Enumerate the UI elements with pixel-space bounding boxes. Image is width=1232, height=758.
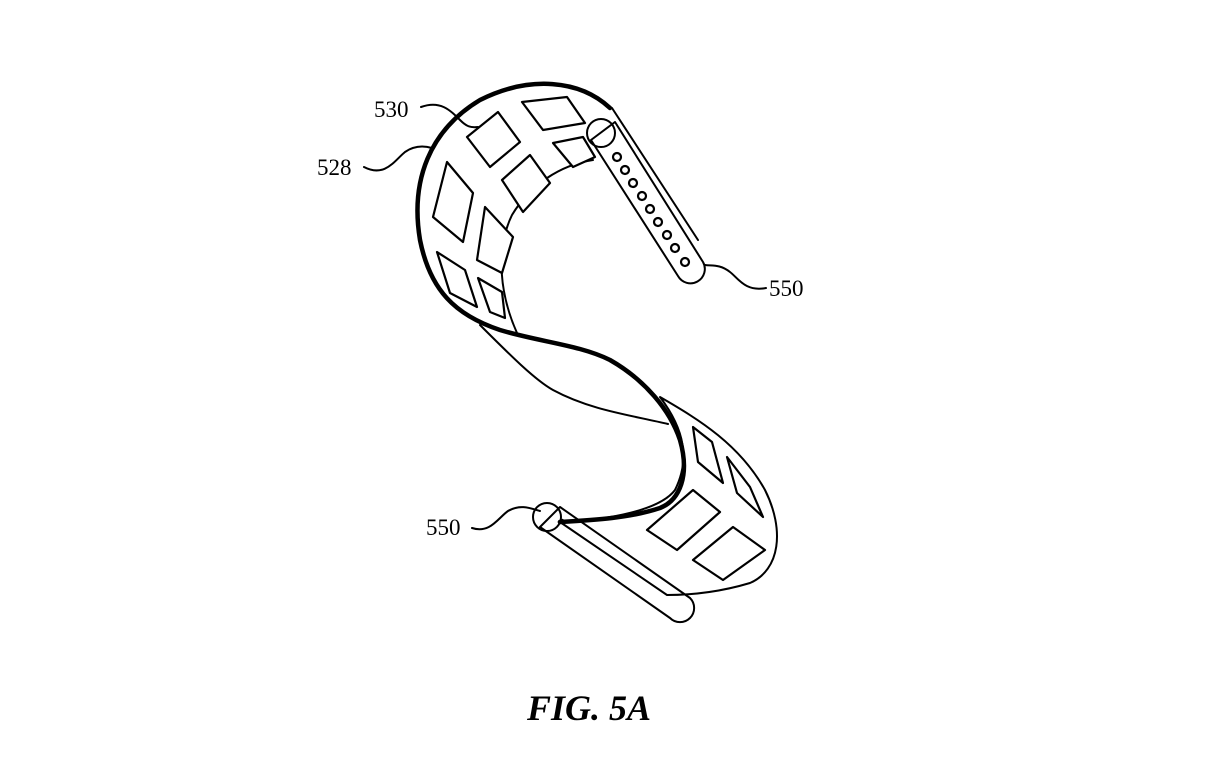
figure-caption: FIG. 5A [526,688,651,728]
label-550-bottom: 550 [426,515,461,540]
label-528: 528 [317,155,352,180]
upper-band-windows [431,95,597,320]
window [435,250,479,309]
window [475,205,515,275]
window [691,425,725,485]
pin-550-bottom [532,502,562,532]
window [725,455,765,519]
upper-strap [586,107,706,285]
window [465,110,522,169]
window [691,525,767,582]
label-530: 530 [374,97,409,122]
label-550-top: 550 [769,276,804,301]
window [520,95,587,132]
pin-550-top [586,118,616,148]
leader-lines [363,103,767,531]
window [476,276,507,320]
strap-holes [611,151,691,268]
band-outer-edge-528 [415,81,687,525]
leader-550-bottom [471,506,541,531]
lower-pin-rod [532,502,696,624]
leader-528 [363,145,433,172]
window [551,135,597,169]
window [645,488,722,552]
band-twist-edge [479,324,669,425]
lower-band-windows [645,425,767,582]
window [431,160,475,244]
leader-530 [420,103,479,129]
upper-band-inner-edge [500,159,594,334]
leader-550-top [704,264,767,290]
lower-band-outer-edge [559,396,778,596]
window [500,153,552,214]
